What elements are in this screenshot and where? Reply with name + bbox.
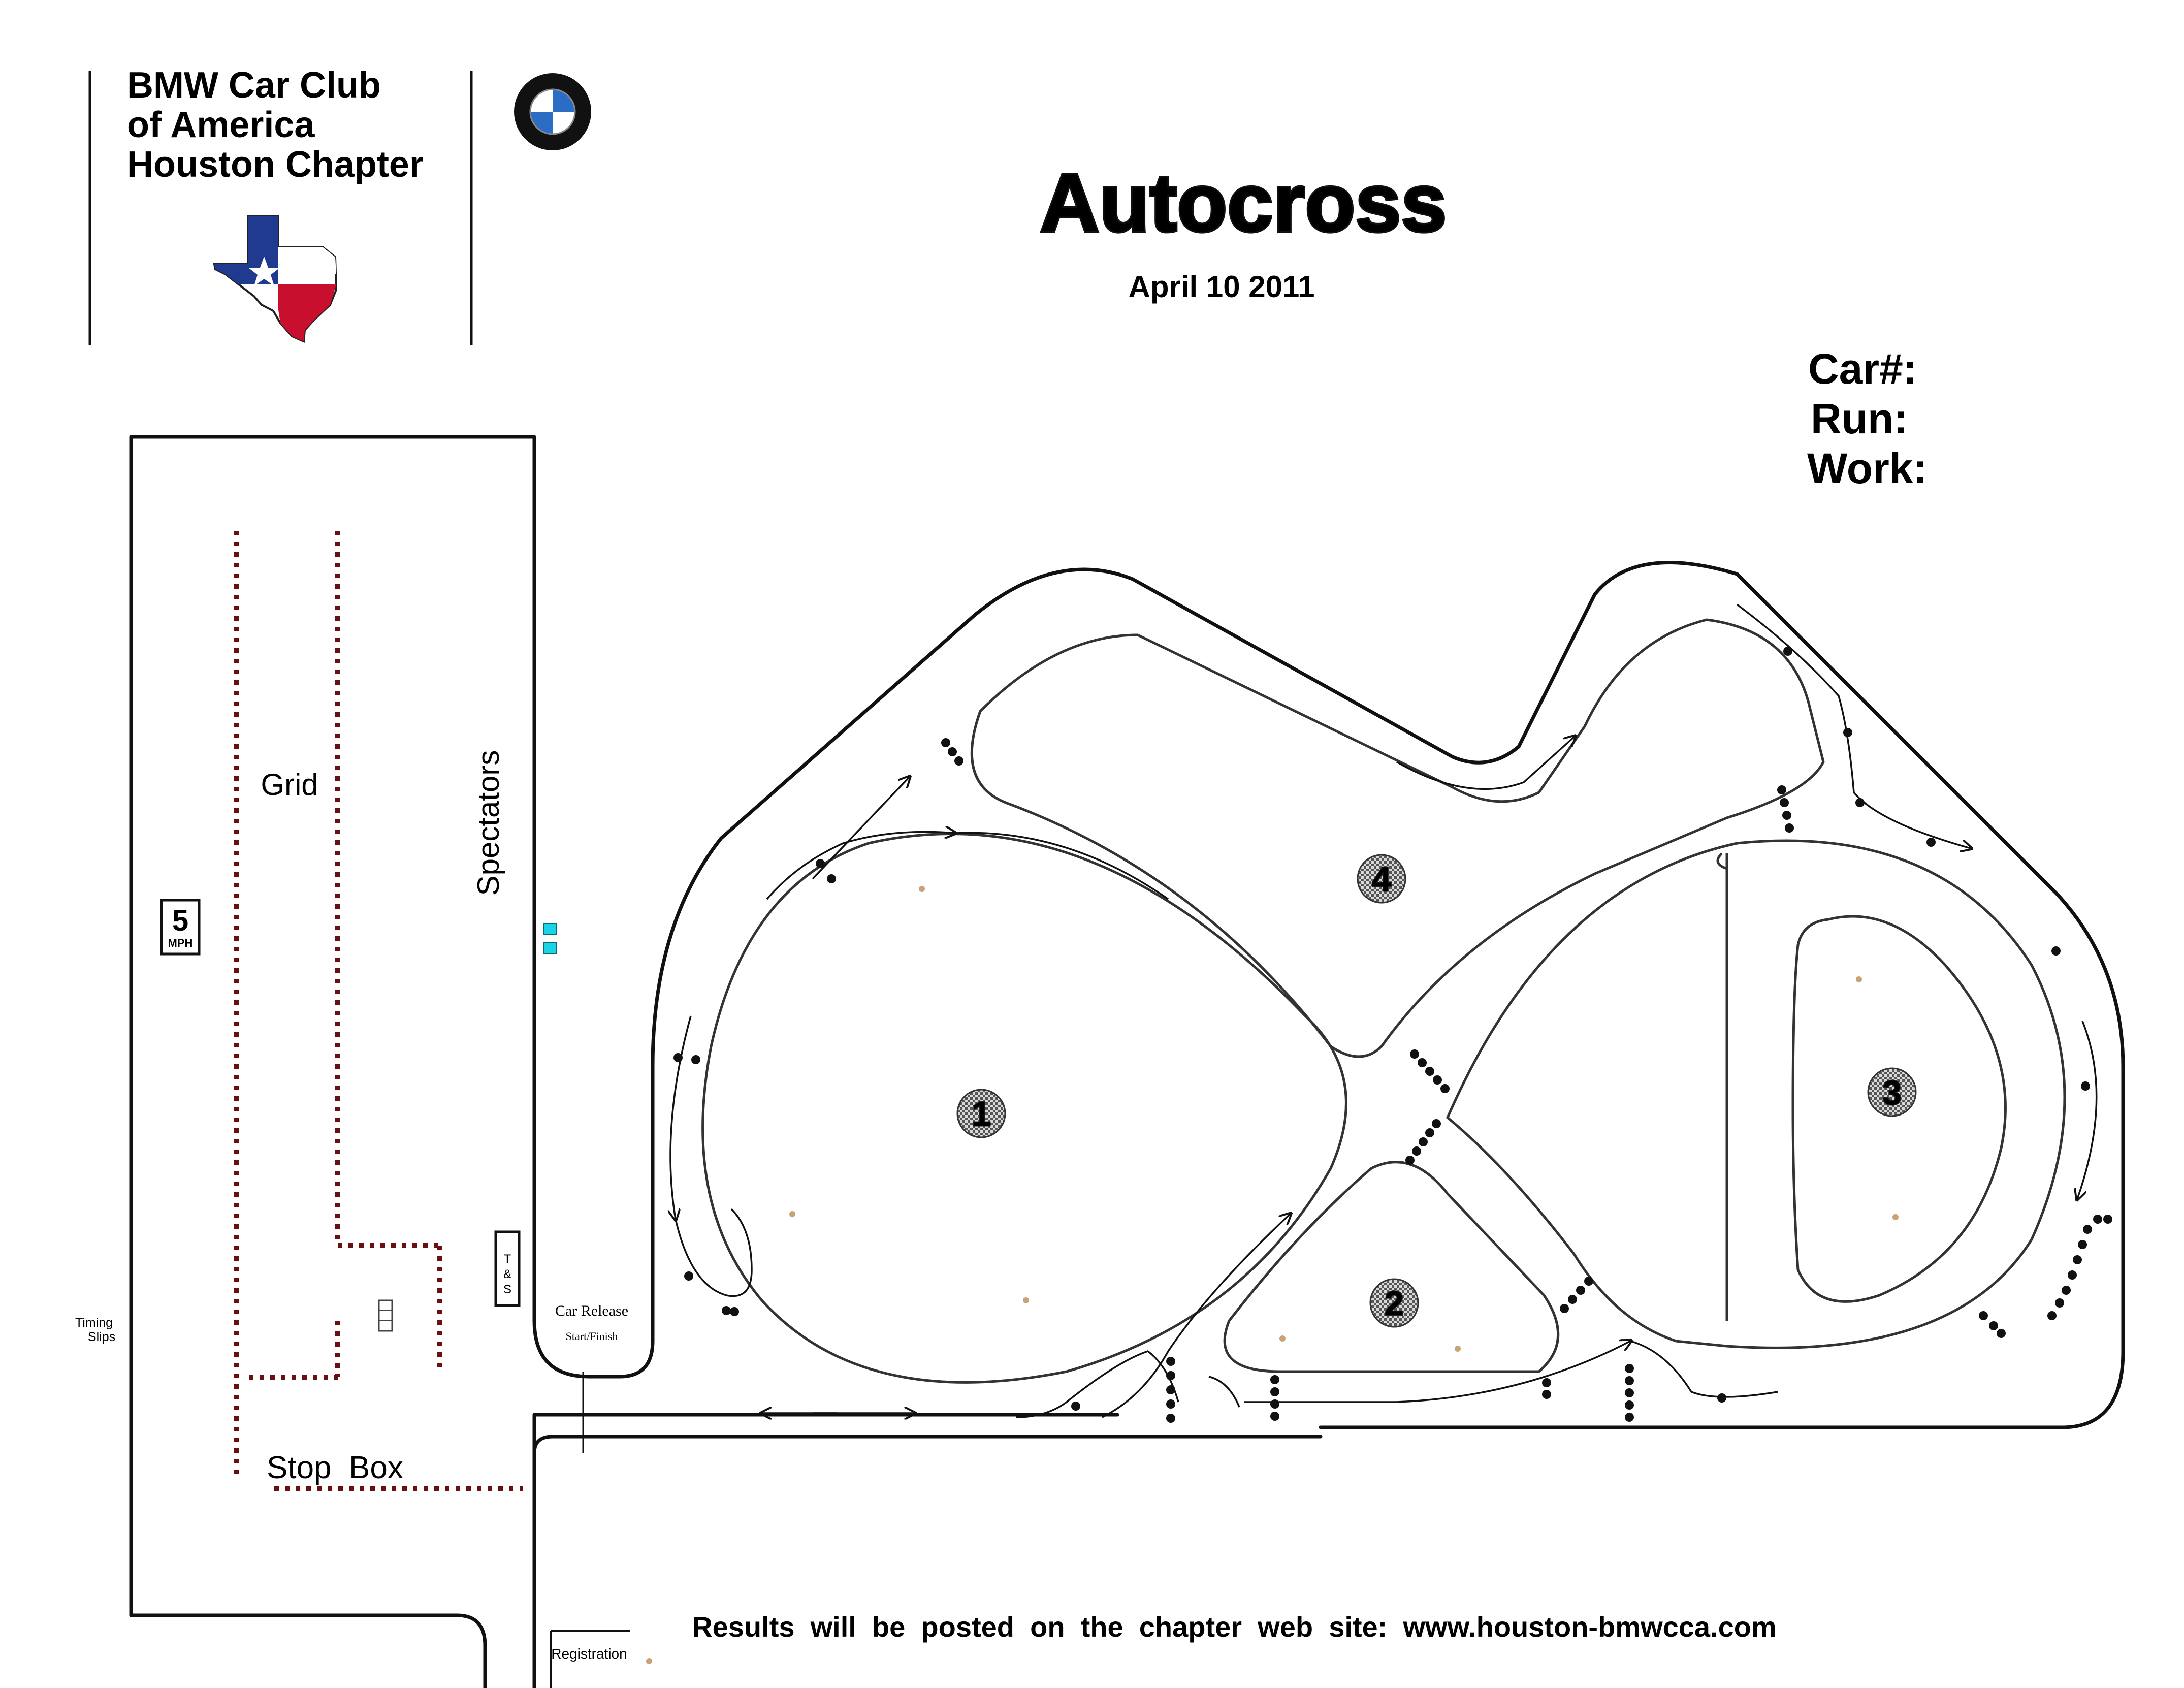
svg-text:&: & — [503, 1267, 511, 1281]
start-finish-label: Start/Finish — [566, 1330, 618, 1343]
worker-station-4: 4 — [1357, 854, 1406, 904]
page-title: Autocross — [1040, 157, 1447, 249]
spectators-label: Spectators — [471, 750, 505, 896]
texas-flag-map-icon — [213, 215, 338, 343]
event-date: April 10 2011 — [1129, 270, 1315, 304]
svg-text:MPH: MPH — [168, 937, 193, 949]
stop-box-label: Stop Box — [267, 1450, 403, 1485]
paddock-area: Grid Spectators 5 MPH T & S Car Release … — [75, 435, 1323, 1688]
registration-booth: Registration — [550, 1630, 630, 1688]
svg-text:5: 5 — [172, 904, 188, 937]
car-number-label: Car#: — [1808, 345, 1917, 393]
spectator-marker — [543, 923, 557, 935]
timing-slips-label: Slips — [88, 1330, 115, 1344]
course-layout: 1 2 3 4 — [646, 561, 2125, 1664]
trailer-icon — [378, 1299, 393, 1332]
spectator-marker — [543, 942, 557, 954]
work-label: Work: — [1807, 444, 1927, 492]
timing-and-scoring-booth: T & S — [494, 1230, 521, 1307]
svg-text:T: T — [504, 1252, 511, 1266]
svg-text:2: 2 — [1385, 1284, 1404, 1323]
svg-text:Registration: Registration — [551, 1646, 627, 1662]
speed-limit-sign: 5 MPH — [160, 899, 201, 956]
worker-figures — [646, 886, 1899, 1664]
bmw-roundel-icon — [514, 73, 591, 150]
grid-label: Grid — [261, 768, 318, 802]
worker-station-2: 2 — [1369, 1278, 1419, 1328]
club-logo: BMW Car Club of America Houston Chapter — [88, 65, 591, 345]
results-notice: Results will be posted on the chapter we… — [692, 1611, 1777, 1643]
svg-text:3: 3 — [1882, 1073, 1902, 1112]
worker-station-1: 1 — [956, 1089, 1006, 1138]
timing-slips-label: Timing — [75, 1316, 113, 1330]
run-label: Run: — [1811, 395, 1908, 442]
svg-text:4: 4 — [1372, 860, 1391, 899]
car-release-label: Car Release — [555, 1302, 628, 1319]
svg-text:1: 1 — [972, 1095, 991, 1133]
club-name-line3: Houston Chapter — [127, 144, 424, 185]
club-name-line1: BMW Car Club — [127, 65, 381, 106]
course-cones — [673, 647, 2112, 1423]
svg-text:S: S — [503, 1283, 511, 1296]
club-name-line2: of America — [127, 105, 315, 145]
worker-station-3: 3 — [1867, 1067, 1917, 1117]
